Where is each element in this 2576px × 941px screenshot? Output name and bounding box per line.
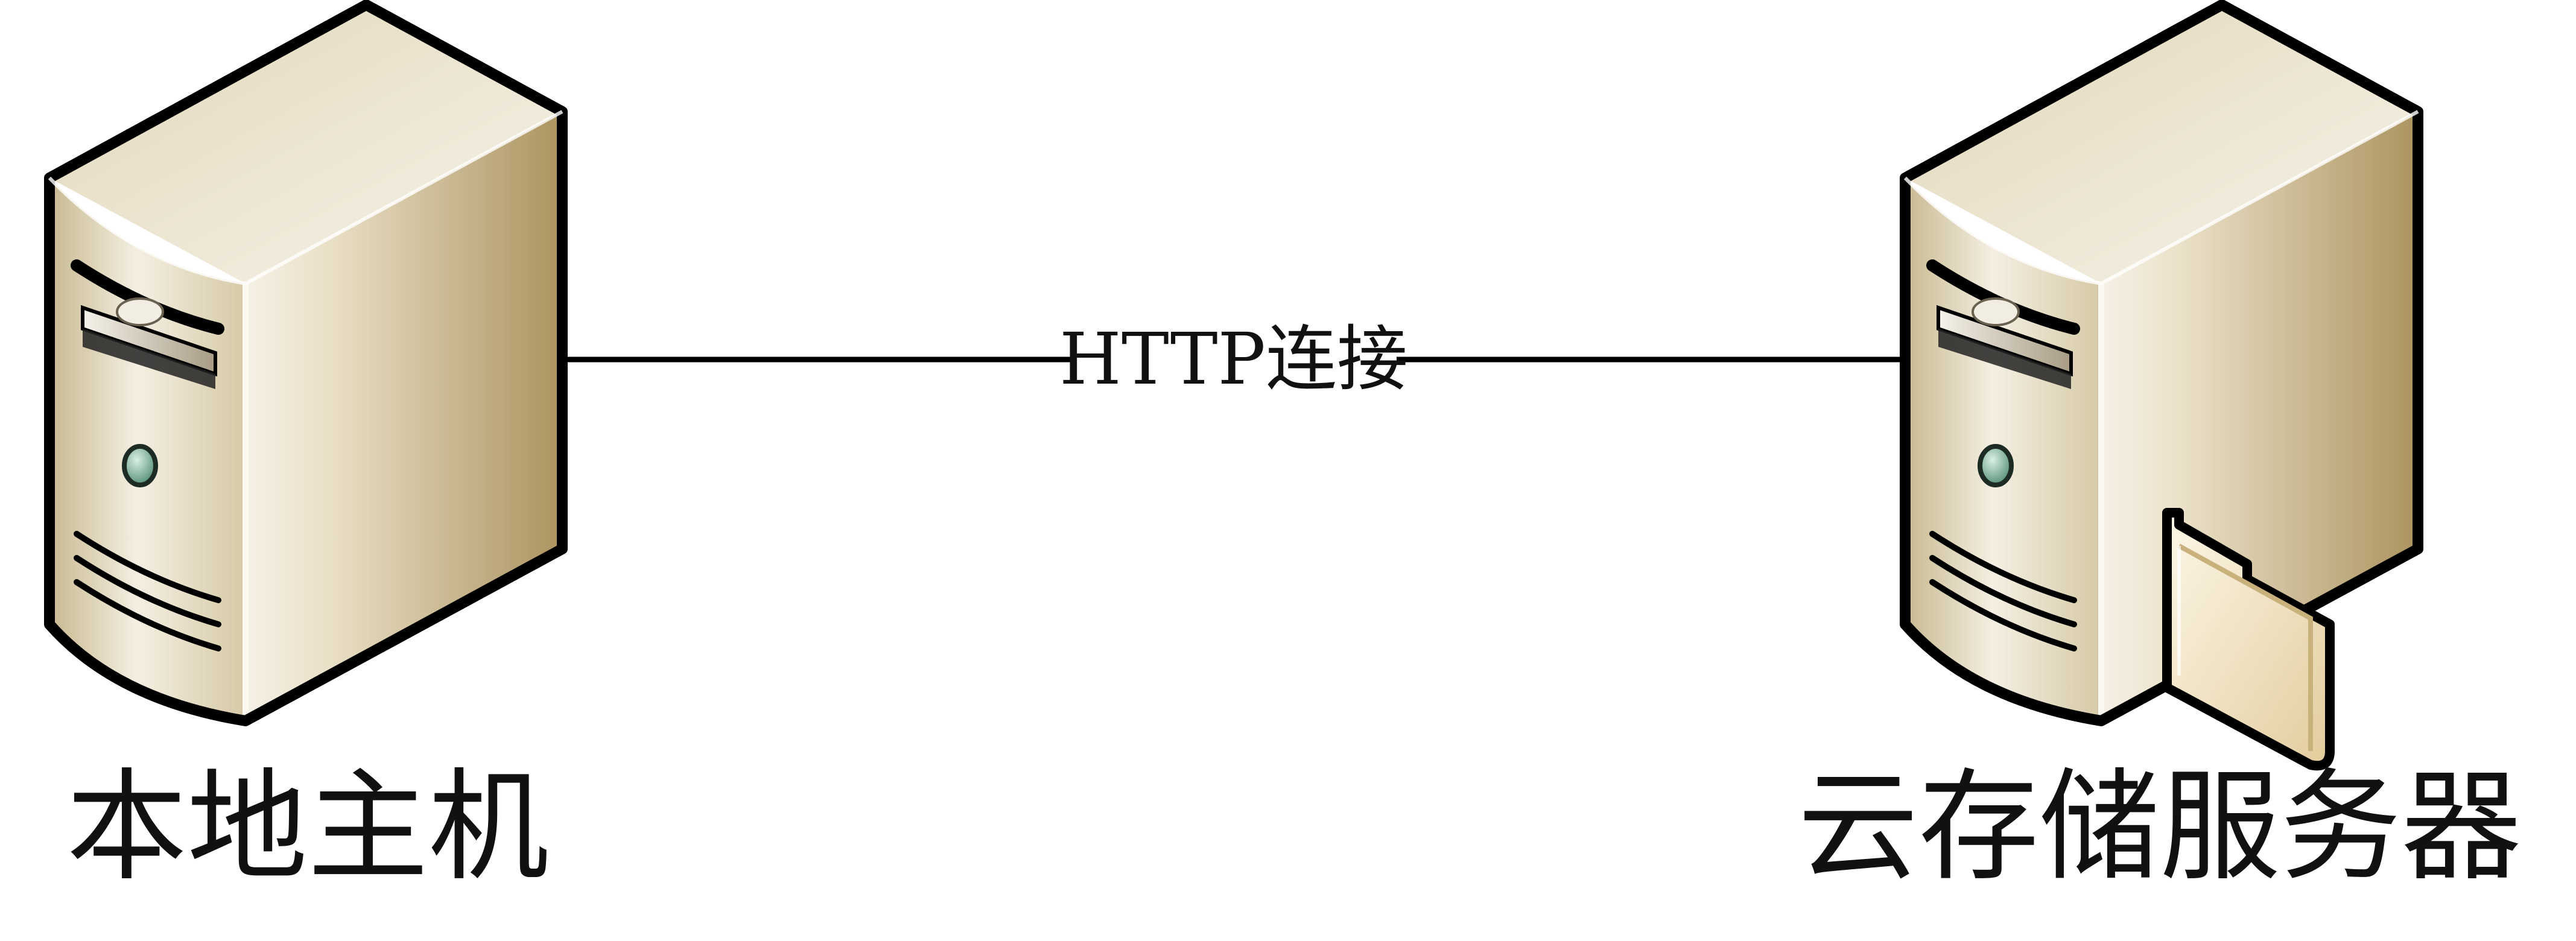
server-tower-icon: [49, 5, 562, 721]
folder-icon: [2162, 508, 2335, 771]
local-host-label: 本地主机: [66, 757, 549, 898]
cloud-storage-server-label: 云存储服务器: [1798, 757, 2522, 898]
local-host-node[interactable]: [49, 5, 562, 721]
cloud-storage-server-node[interactable]: [1905, 5, 2418, 771]
file-server-icon: [1905, 5, 2418, 721]
connection-label: HTTP连接: [1059, 317, 1408, 401]
